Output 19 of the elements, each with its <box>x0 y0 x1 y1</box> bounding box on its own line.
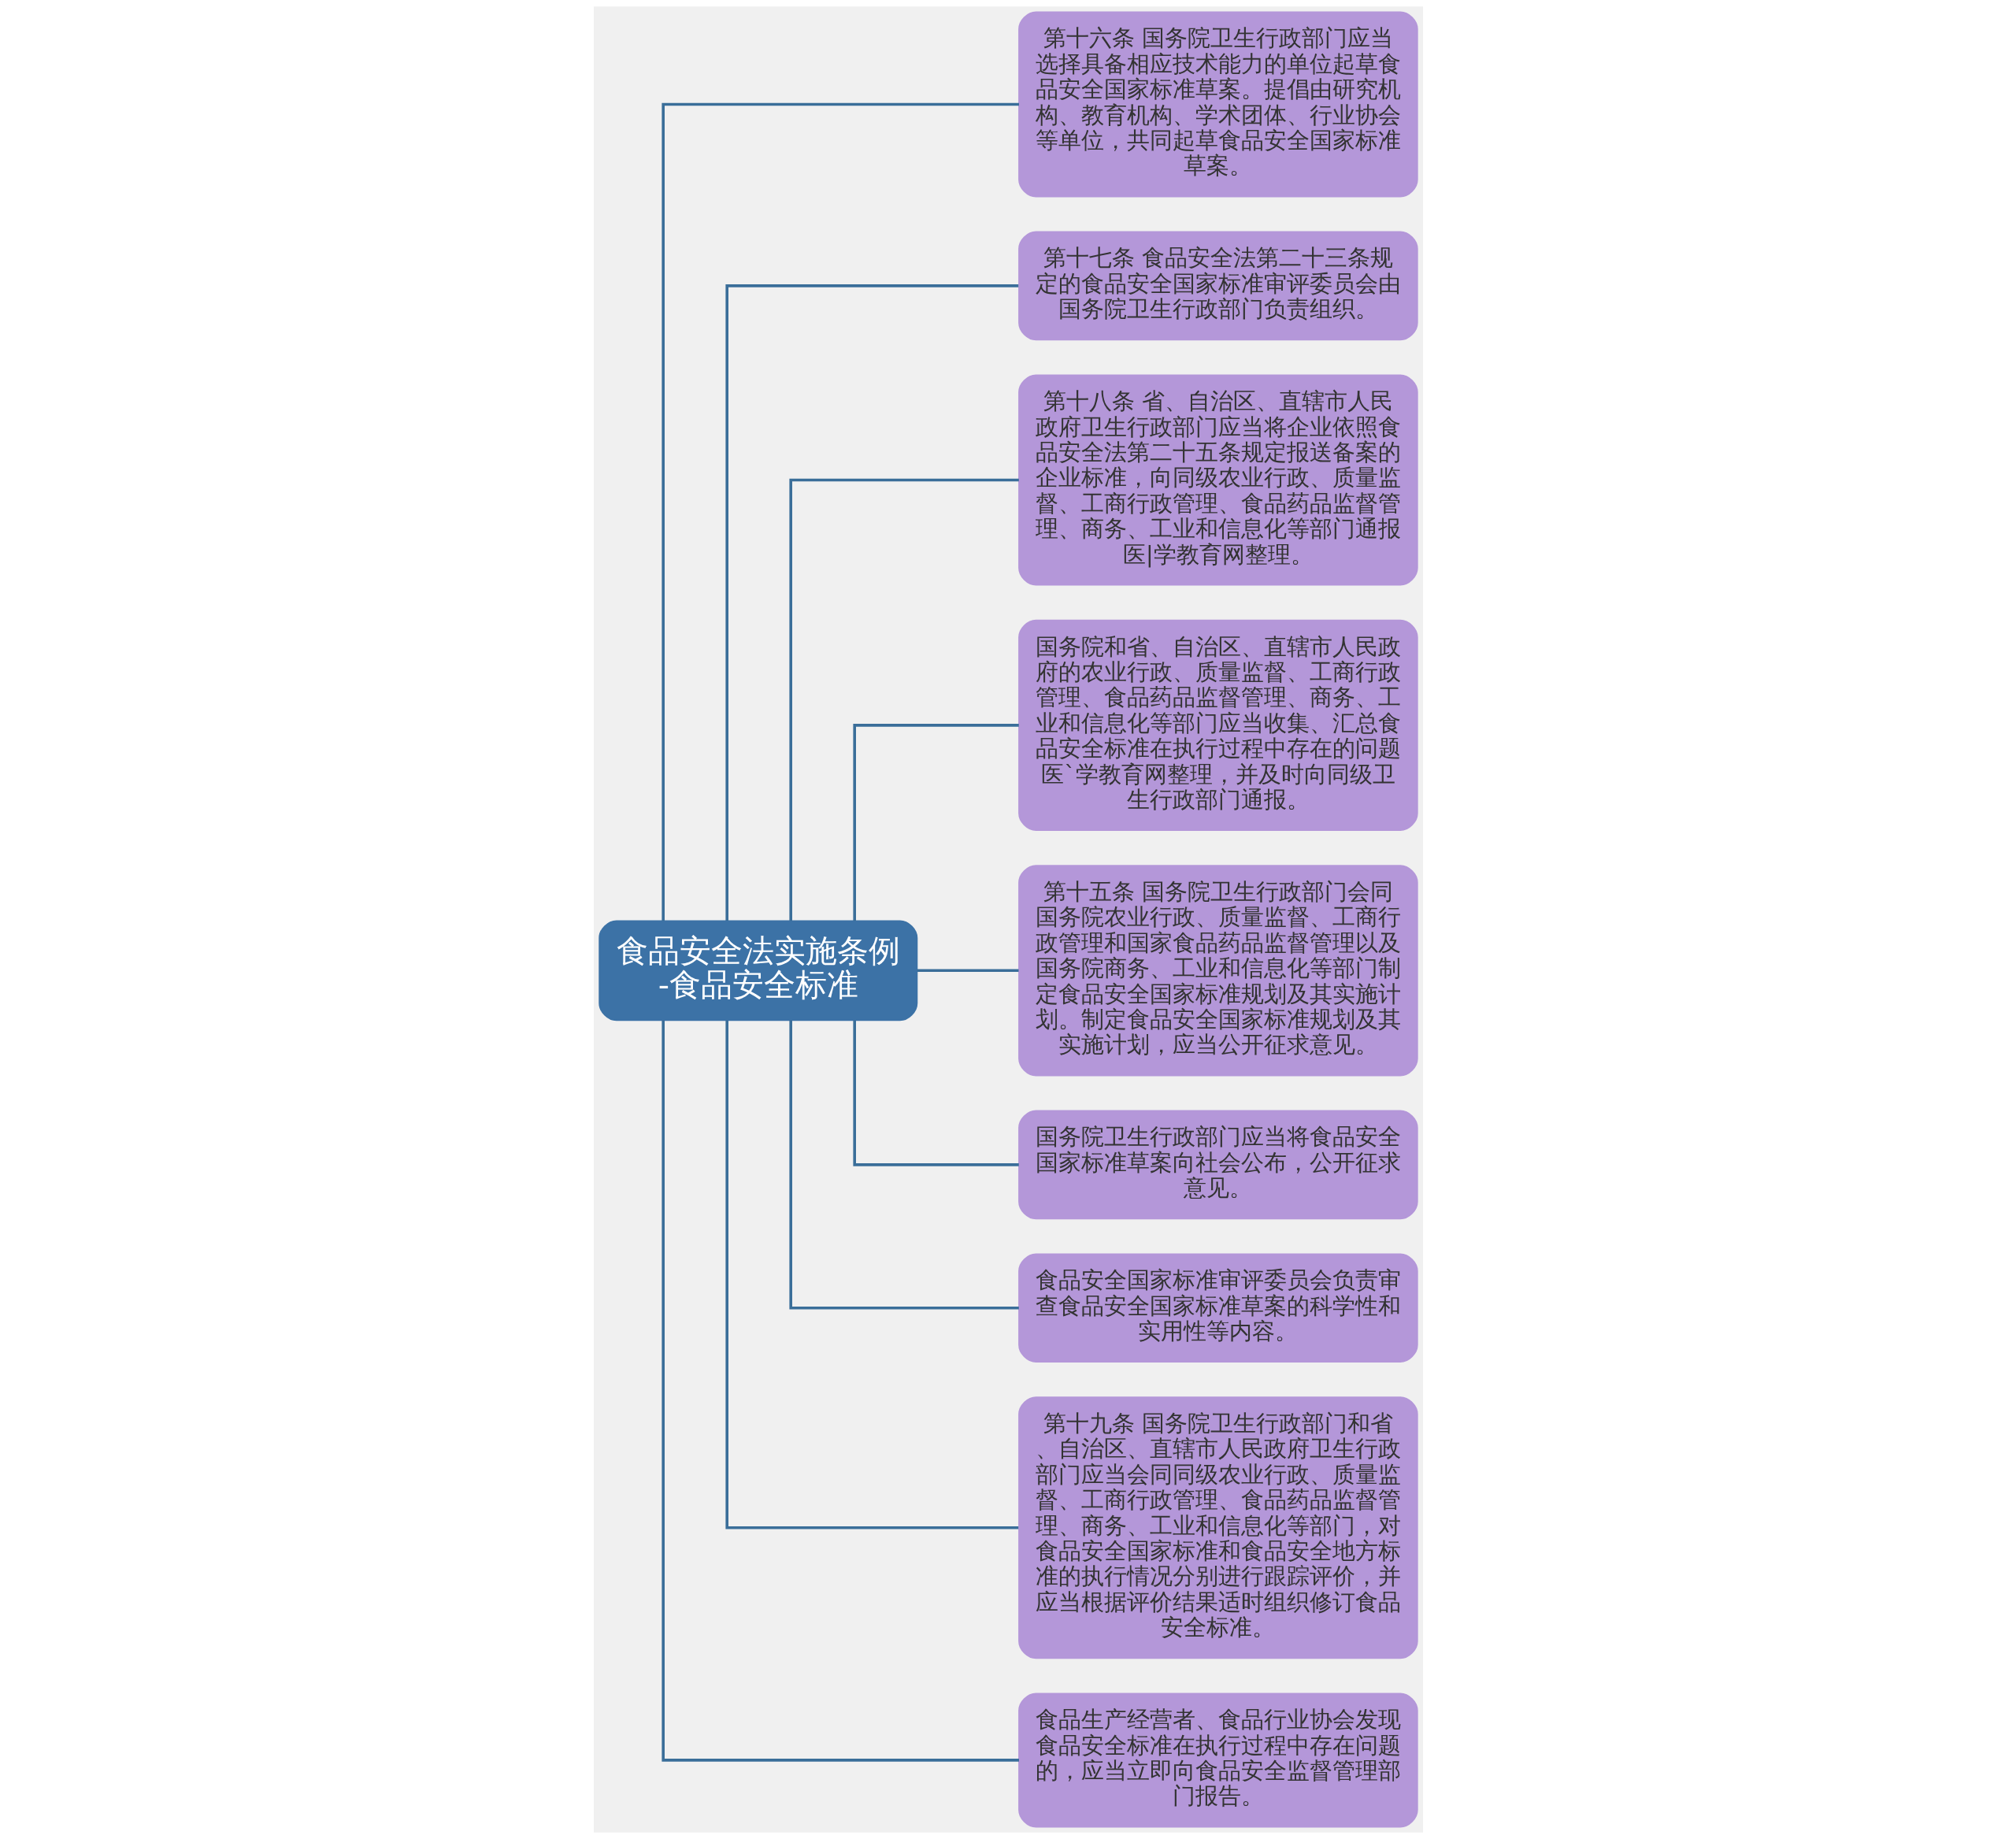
connector <box>788 1020 1019 1310</box>
node-box: 食品安全国家标准审评委员会负责审查食品安全国家标准草案的科学性和实用性等内容。 <box>1017 1253 1418 1363</box>
node-box: 第十九条 国务院卫生行政部门和省、自治区、直辖市人民政府卫生行政部门应当会同同级农业行政、质量监督、工商行政管理、食品药品监督管理、商务、工业和信息化等部门，对食品安全国家标准和食品安全地方标准的执行情况分别进行跟踪评价，并应当根据评价结果适时组织修订食品安全标准。 <box>1017 1396 1418 1659</box>
node-box: 第十五条 国务院卫生行政部门会同国务院农业行政、质量监督、工商行政管理和国家食品药品监督管理以及国务院商务、工业和信息化等部门制定食品安全国家标准规划及其实施计划。制定食品安全国家标准规划及其实施计划，应当公开征求意见。 <box>1017 865 1418 1077</box>
connector <box>917 969 1019 973</box>
connector <box>852 1020 1019 1166</box>
node-box: 国务院卫生行政部门应当将食品安全国家标准草案向社会公布，公开征求意见。 <box>1017 1110 1418 1220</box>
node-box: 第十七条 食品安全法第二十三条规定的食品安全国家标准审评委员会由国务院卫生行政部门负责组织。 <box>1017 231 1418 341</box>
connector <box>661 1020 1019 1762</box>
connector <box>661 102 1019 921</box>
connector <box>724 1020 1018 1529</box>
node-box: 第十六条 国务院卫生行政部门应当选择具备相应技术能力的单位起草食品安全国家标准草案。提倡由研究机构、教育机构、学术团体、行业协会等单位，共同起草食品安全国家标准草案。 <box>1017 11 1418 198</box>
node-box: 国务院和省、自治区、直辖市人民政府的农业行政、质量监督、工商行政管理、食品药品监督管理、商务、工业和信息化等部门应当收集、汇总食品安全标准在执行过程中存在的问题医`学教育网整理，并及时向同级卫生行政部门通报。 <box>1017 619 1418 831</box>
connector <box>852 724 1019 921</box>
node-box: 第十八条 省、自治区、直辖市人民政府卫生行政部门应当将企业依照食品安全法第二十五条规定报送备案的企业标准，向同级农业行政、质量监督、工商行政管理、食品药品监督管理、商务、工业和信息化等部门通报医|学教育网整理。 <box>1017 374 1418 586</box>
connector <box>724 284 1018 921</box>
node-box: 食品安全法实施条例-食品安全标准 <box>598 920 917 1021</box>
node-box: 食品生产经营者、食品行业协会发现食品安全标准在执行过程中存在问题的，应当立即向食品安全监督管理部门报告。 <box>1017 1693 1418 1828</box>
connector <box>788 478 1019 921</box>
